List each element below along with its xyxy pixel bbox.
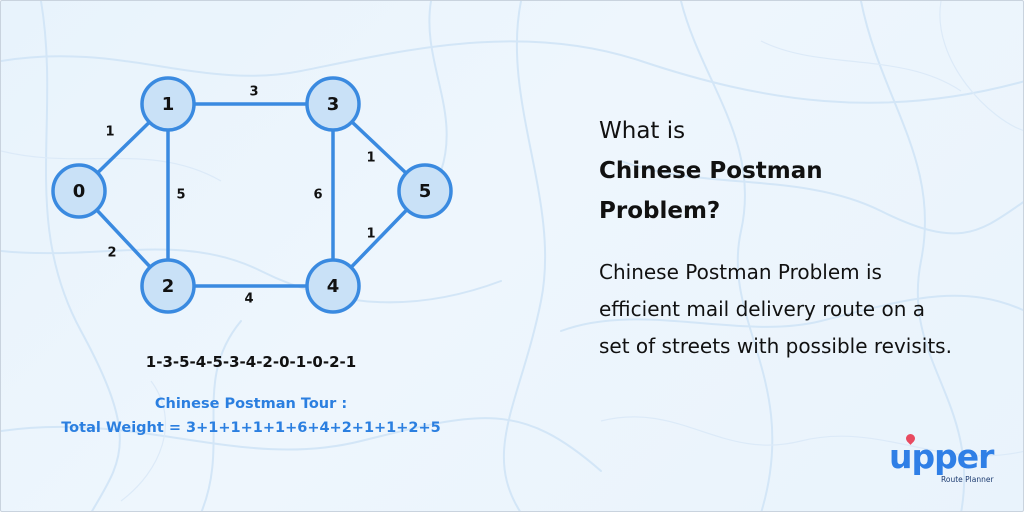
node-3: 3 <box>305 76 361 132</box>
edge-weight-4-5: 1 <box>366 227 375 242</box>
node-label-3: 3 <box>327 94 340 115</box>
node-circle-2 <box>140 258 196 314</box>
node-label-4: 4 <box>327 276 340 297</box>
edge-weight-0-2: 2 <box>107 246 116 261</box>
node-label-0: 0 <box>73 181 86 202</box>
edge-weight-1-3: 3 <box>249 85 258 100</box>
description: Chinese Postman Problem is efficient mai… <box>599 260 952 358</box>
tour-title: Chinese Postman Tour : <box>154 396 348 412</box>
logo-subtitle: Route Planner <box>941 475 994 484</box>
upper-logo: upper Route Planner <box>889 432 1009 489</box>
edge-weight-0-1: 1 <box>105 125 114 140</box>
heading-prefix: What is <box>599 118 686 144</box>
node-circle-0 <box>51 163 107 219</box>
node-4: 4 <box>305 258 361 314</box>
node-label-2: 2 <box>162 276 175 297</box>
node-5: 5 <box>397 163 453 219</box>
node-1: 1 <box>140 76 196 132</box>
node-0: 0 <box>51 163 107 219</box>
edge-weight-2-4: 4 <box>244 292 253 307</box>
node-circle-1 <box>140 76 196 132</box>
tour-sequence: 1-3-5-4-5-3-4-2-0-1-0-2-1 <box>145 353 357 371</box>
node-circle-3 <box>305 76 361 132</box>
node-circle-4 <box>305 258 361 314</box>
tour-total-weight: Total Weight = 3+1+1+1+1+6+4+2+1+1+2+5 <box>61 420 441 436</box>
logo-wordmark: upper <box>889 437 994 476</box>
text-panel: What is Chinese Postman Problem? Chinese… <box>599 115 999 365</box>
node-label-5: 5 <box>419 181 432 202</box>
edge-weight-3-5: 1 <box>366 151 375 166</box>
edge-weight-3-4: 6 <box>313 188 322 203</box>
node-2: 2 <box>140 258 196 314</box>
heading-line-1: Chinese Postman <box>599 158 823 184</box>
edge-weight-1-2: 5 <box>176 188 185 203</box>
node-label-1: 1 <box>162 94 175 115</box>
node-circle-5 <box>397 163 453 219</box>
heading-line-2: Problem? <box>599 198 721 224</box>
